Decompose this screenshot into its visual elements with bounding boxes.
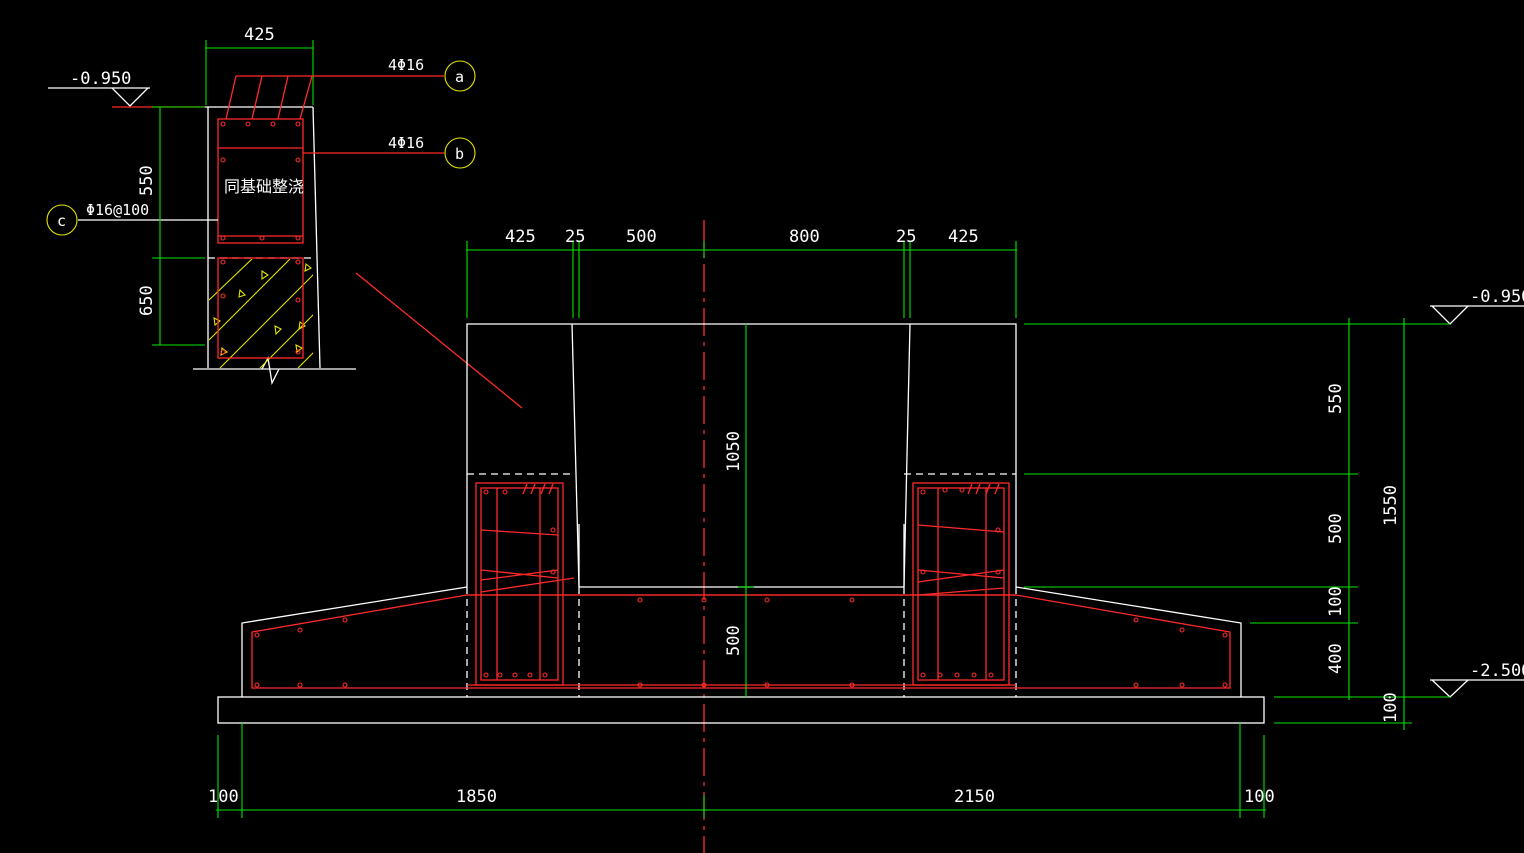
right-elevation-bottom-label: -2.500: [1470, 661, 1524, 681]
right-dim-1: 550: [1326, 383, 1346, 414]
section-leader-c: c Φ16@100: [46, 201, 218, 236]
right-elevation-bottom: -2.500: [1430, 661, 1524, 698]
section-tag-b: b: [455, 145, 464, 163]
section-width-label: 425: [244, 25, 275, 45]
top-dim-2: 25: [565, 227, 585, 247]
bottom-dim-4: 100: [1244, 787, 1275, 807]
section-rebar: 同基础整浇: [217, 75, 313, 359]
bottom-dim-2: 1850: [456, 787, 497, 807]
section-hatch: [209, 259, 313, 368]
top-dim-6: 425: [948, 227, 979, 247]
right-dim-2: 500: [1326, 513, 1346, 544]
right-dim-total: 1550: [1381, 485, 1401, 526]
top-dim-1: 425: [505, 227, 536, 247]
section-tag-c: c: [57, 212, 66, 230]
section-dim-lower: 650: [137, 285, 157, 316]
section-leader-a: a 4Φ16: [312, 56, 476, 92]
section-note: 同基础整浇: [224, 177, 304, 196]
inner-dim-upper: 1050: [724, 431, 744, 472]
inner-dim-lower: 500: [724, 625, 744, 656]
bottom-dim-3: 2150: [954, 787, 995, 807]
top-dim-4: 800: [789, 227, 820, 247]
right-elevation-top: -0.950: [1430, 287, 1524, 325]
section-bar-c-label: Φ16@100: [86, 201, 149, 219]
right-dim-4: 400: [1326, 643, 1346, 674]
bottom-dim-1: 100: [208, 787, 239, 807]
right-dim-5: 100: [1381, 692, 1401, 723]
right-elevation-top-label: -0.950: [1470, 287, 1524, 307]
section-dim-upper: 550: [137, 165, 157, 196]
right-dimension-chain: 550 500 100 400 100 1550: [1024, 318, 1450, 730]
section-tag-a: a: [455, 68, 464, 86]
section-detail: -0.950 425: [46, 25, 523, 409]
section-bar-b-label: 4Φ16: [388, 134, 424, 152]
bottom-dimension-chain: 100 1850 2150 100: [208, 723, 1275, 818]
right-dim-3: 100: [1326, 586, 1346, 617]
left-pier-rebar: [475, 482, 575, 686]
section-width-dimension: 425: [205, 25, 314, 105]
section-bar-a-label: 4Φ16: [388, 56, 424, 74]
top-dim-5: 25: [896, 227, 916, 247]
section-elevation-marker: -0.950: [48, 69, 205, 108]
top-dim-3: 500: [626, 227, 657, 247]
blinding-layer: [217, 696, 1265, 724]
main-elevation: 425 25 500 800 25 425: [208, 220, 1524, 853]
top-dimension-chain: 425 25 500 800 25 425: [466, 227, 1017, 318]
elevation-outline: [217, 323, 1265, 724]
section-vertical-dimensions: 550 650: [137, 106, 205, 346]
section-elevation-label: -0.950: [70, 69, 131, 89]
section-leader-b: b 4Φ16: [303, 134, 476, 169]
right-pier-rebar: [912, 482, 1010, 686]
section-cut-leader: [355, 272, 523, 409]
inner-vertical-dimensions: 1050 500: [724, 324, 754, 697]
